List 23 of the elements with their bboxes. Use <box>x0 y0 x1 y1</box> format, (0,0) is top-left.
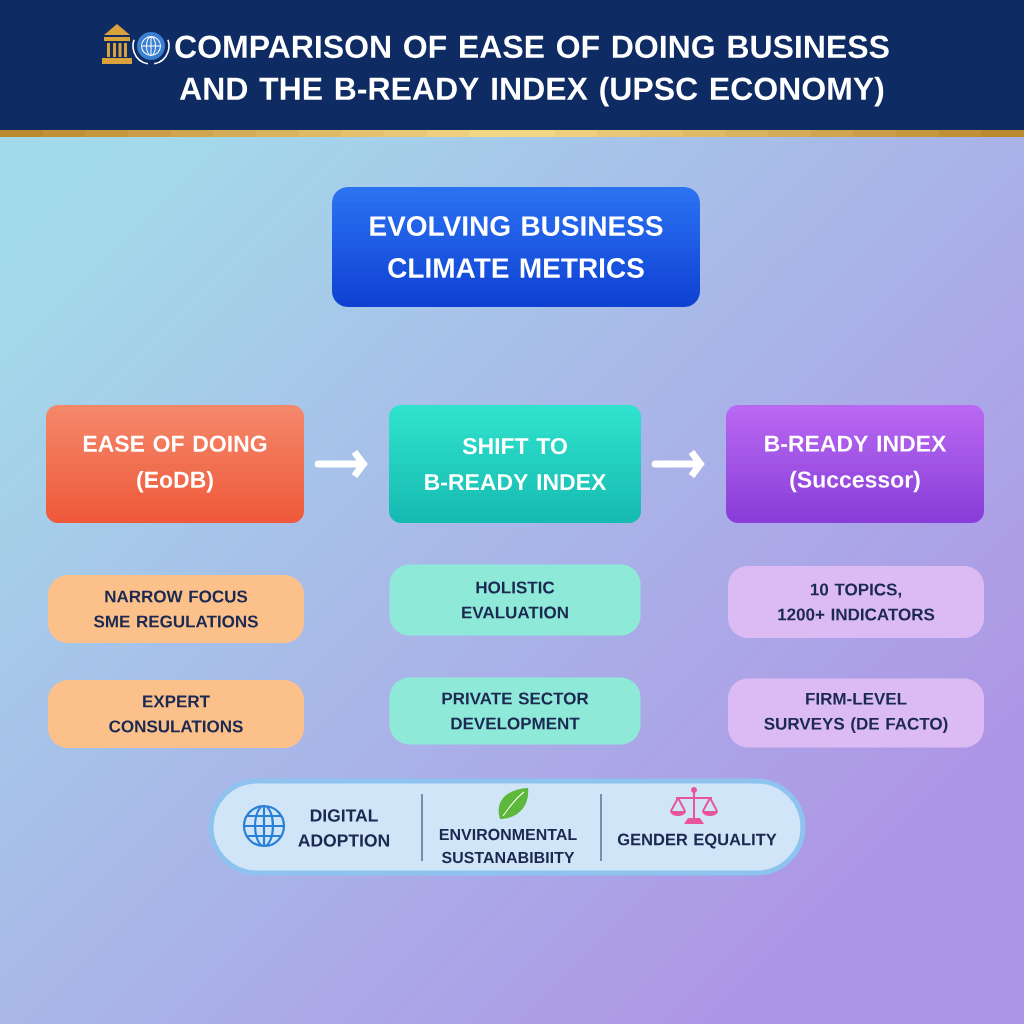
info-box: FIRM-LEVEL SURVEYS (DE FACTO) <box>728 678 984 748</box>
title: COMPARISON OF EASE OF DOING BUSINESS AND THE B-READY INDEX (UPSC ECONOMY) <box>175 35 889 107</box>
info-box: NARROW FOCUS SME REGULATIONS <box>48 575 304 643</box>
arrow <box>314 449 368 479</box>
node-label: EASE OF DOING <box>83 435 267 452</box>
feature-label: ENVIRONMENTAL SUSTANABIBIITY <box>439 828 577 864</box>
process-box: B-READY INDEX (Successor) <box>726 405 984 523</box>
node-label: (Successor) <box>790 470 920 493</box>
node-label: B-READY INDEX <box>765 435 947 452</box>
feature-label: DIGITAL ADOPTION <box>298 809 389 847</box>
info-box: PRIVATE SECTOR DEVELOPMENT <box>389 677 641 745</box>
node-label: (EoDB) <box>137 470 213 493</box>
heading-box: EVOLVING BUSINESS CLIMATE METRICS <box>332 187 700 307</box>
process-box: SHIFT TO B-READY INDEX <box>389 405 641 523</box>
info-box: HOLISTIC EVALUATION <box>389 564 641 636</box>
node-label: SHIFT TO <box>462 437 567 455</box>
node-label: EVOLVING BUSINESS CLIMATE METRICS <box>370 216 663 278</box>
feature-label: GENDER EQUALITY <box>617 833 777 849</box>
info-box: EXPERT CONSULATIONS <box>48 680 304 748</box>
arrow <box>651 449 705 479</box>
node-label: B-READY INDEX <box>425 474 607 491</box>
process-box: EASE OF DOING (EoDB) <box>46 405 304 523</box>
info-box: 10 TOPICS, 1200+ INDICATORS <box>728 566 984 638</box>
